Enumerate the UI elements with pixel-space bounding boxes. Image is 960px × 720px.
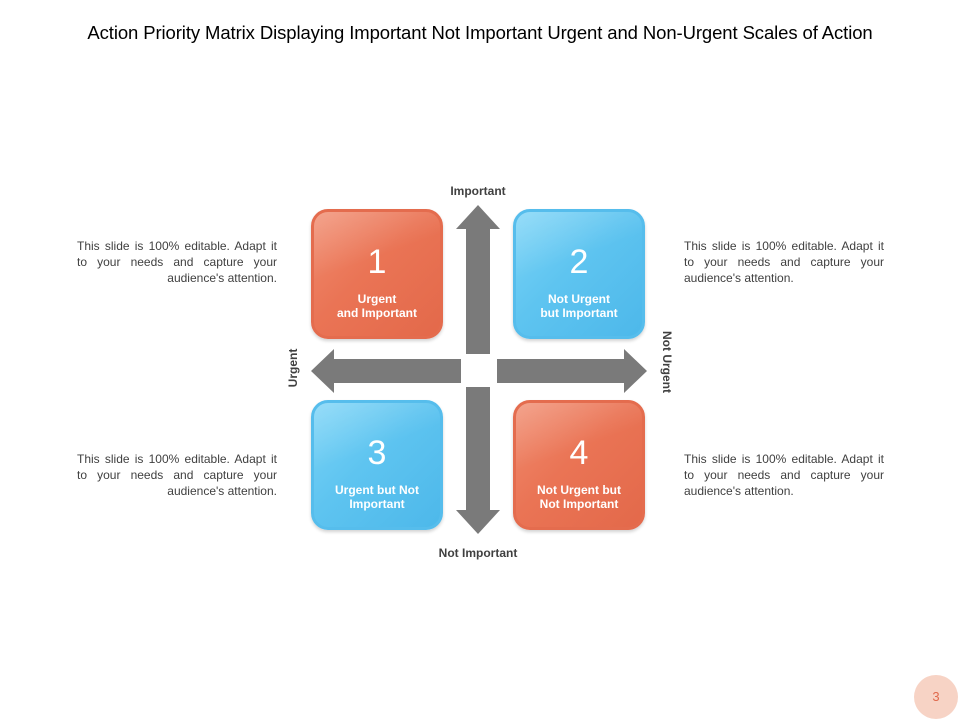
description-top-right: This slide is 100% editable. Adapt it to…: [684, 239, 884, 285]
quadrant-number: 1: [367, 243, 387, 281]
axis-label-important: Important: [450, 184, 506, 198]
page-number-badge: 3: [914, 675, 958, 719]
slide-title: Action Priority Matrix Displaying Import…: [87, 22, 873, 43]
arrow-down: [456, 387, 500, 534]
axis-label-not-important: Not Important: [438, 546, 518, 560]
arrow-up: [456, 205, 500, 354]
arrow-right: [497, 349, 647, 393]
quadrant-number: 2: [569, 243, 589, 281]
quadrant-number: 3: [367, 434, 387, 472]
description-bottom-left: This slide is 100% editable. Adapt it to…: [77, 452, 277, 498]
arrow-left: [311, 349, 461, 393]
description-bottom-right: This slide is 100% editable. Adapt it to…: [684, 452, 884, 498]
axis-label-not-urgent: Not Urgent: [660, 331, 674, 393]
axis-label-urgent: Urgent: [286, 348, 300, 388]
description-top-left: This slide is 100% editable. Adapt it to…: [77, 239, 277, 285]
quadrant-number: 4: [569, 434, 589, 472]
